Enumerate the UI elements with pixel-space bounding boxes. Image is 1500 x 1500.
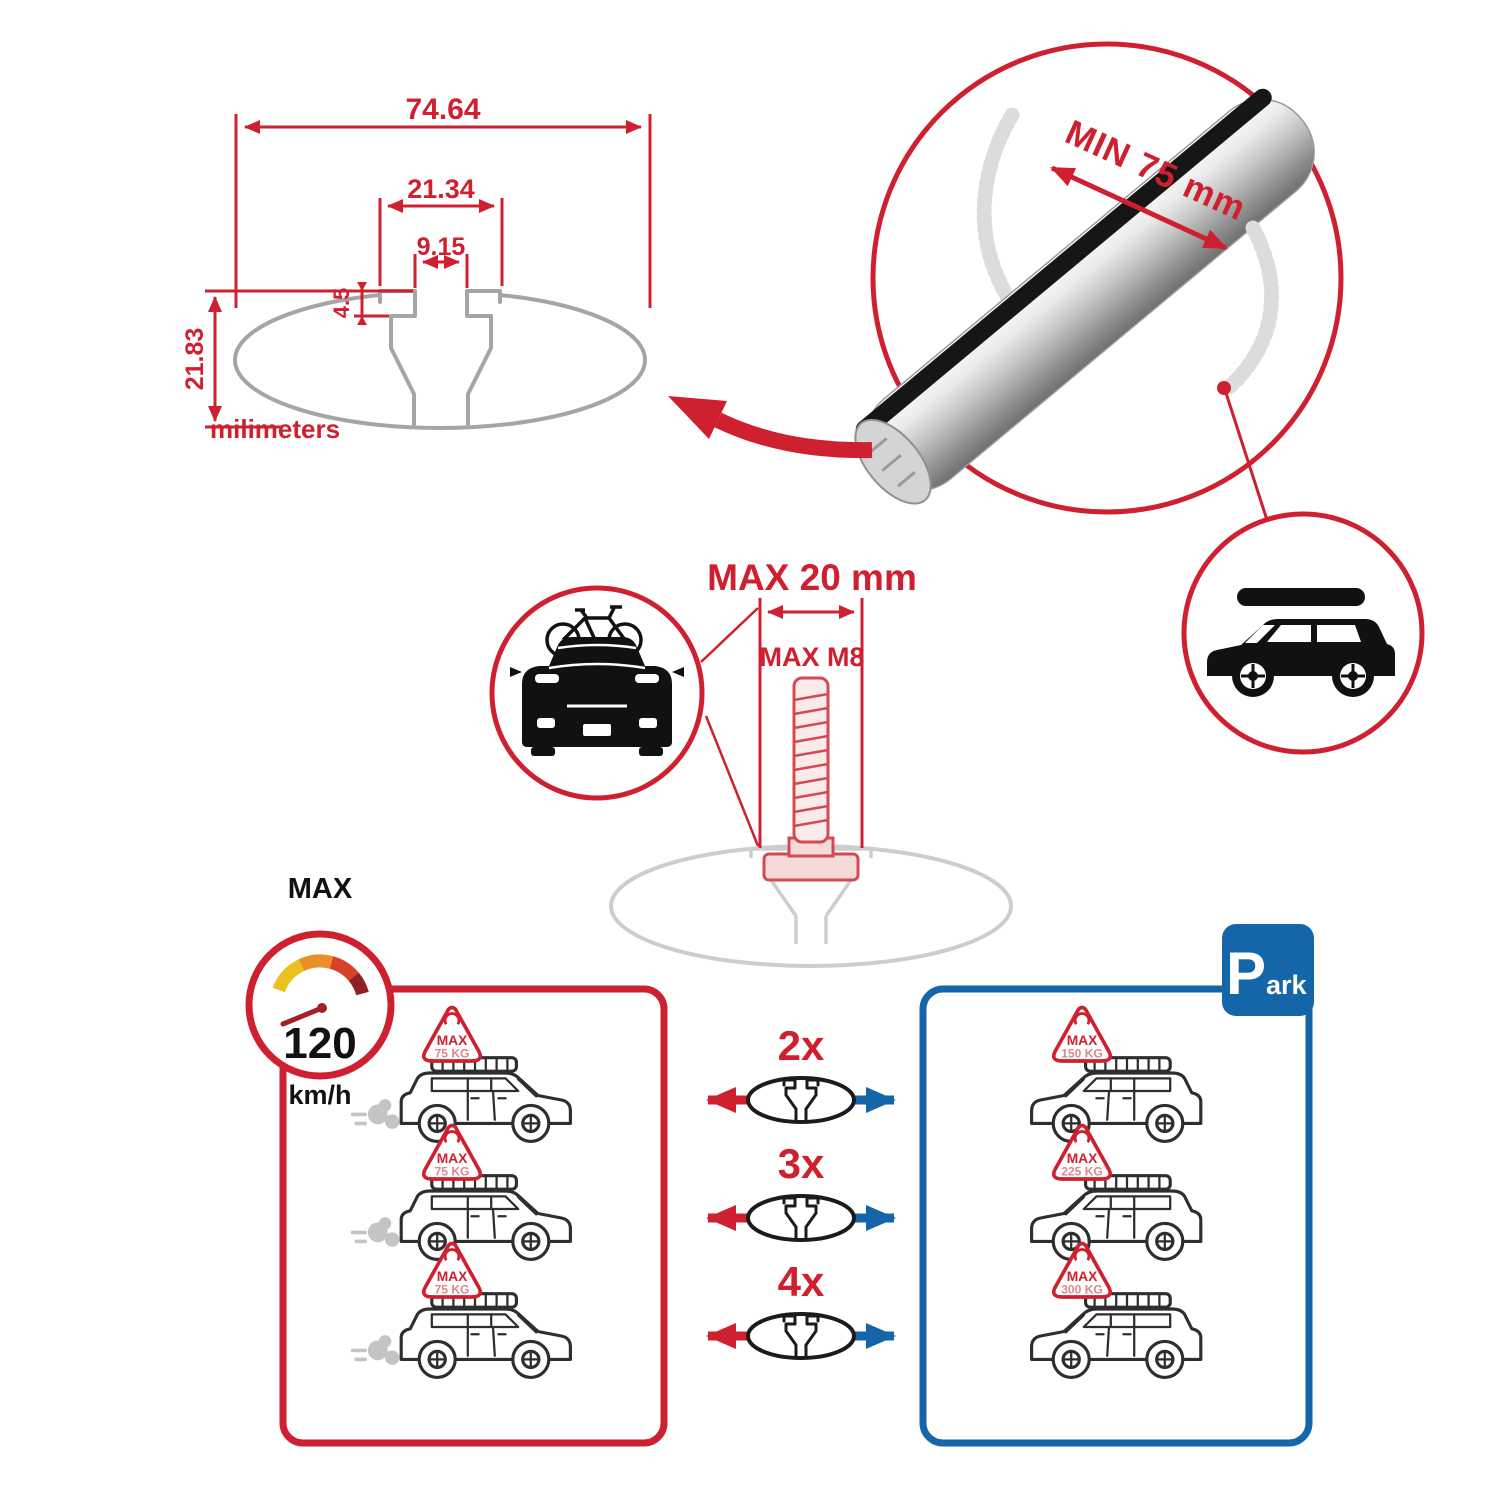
load-tag-weight: 75 KG [435,1165,470,1179]
bolt-dimension-diagram: MAX 20 mm MAX M8 [609,557,1013,968]
parking-sign-plate [1222,924,1314,1016]
multiplier-label: 2x [778,1022,825,1069]
dimension-units-label: milimeters [210,414,340,444]
dimension-label-slot-width: 9.15 [417,233,466,261]
gauge-arc [272,954,369,996]
circle-connector-line [1224,392,1269,521]
bolt-threads [793,692,829,828]
profile-dimension-drawing: 74.64 21.34 9.15 4.5 21.83 milimeters [181,93,652,444]
load-tag-max: MAX [1067,1269,1098,1284]
multiplier-row-2x: 2x [706,1022,896,1124]
bolt-max-width-label: MAX 20 mm [707,557,917,598]
dimension-label-lip-depth: 4.5 [329,288,354,319]
load-tag-parked-3: MAX 300 KG [1051,1241,1113,1299]
bike-car-circle [489,585,705,801]
dimension-label-total-height: 21.83 [181,328,209,391]
callout-dot [1217,381,1231,395]
bolt-max-thread-label: MAX M8 [759,642,864,672]
min-span-arrow [1050,165,1228,251]
car-front-body [522,637,672,747]
multiplier-label: 3x [778,1140,825,1187]
load-tag-max: MAX [1067,1151,1098,1166]
load-tag-weight: 225 KG [1061,1165,1103,1179]
bolt-extension-lines [758,598,864,848]
pointer-arrow [668,396,873,459]
load-tag-driving-3: MAX 75 KG [421,1241,483,1299]
load-tag-weight: 300 KG [1061,1283,1103,1297]
license-plate [583,724,611,736]
load-tag-driving-1: MAX 75 KG [421,1005,483,1063]
multiplier-label: 4x [778,1258,825,1305]
multiplier-row-4x: 4x [706,1258,896,1360]
crossbar-profile-icon [746,1076,856,1124]
multiplier-row-3x: 3x [706,1140,896,1242]
load-tag-max: MAX [437,1033,468,1048]
leader-lines [700,607,760,847]
car-front-with-bike [510,605,684,756]
crossbar-profile-icon [746,1312,856,1360]
mounting-strap-ghost-right [1218,220,1279,398]
parking-sign: P ark [1222,924,1314,1016]
roofbox-car-circle [1181,511,1425,755]
headlight-left [535,674,559,683]
speed-limit-gauge: MAX 120 km/h [245,873,395,1110]
dimension-label-total-width: 74.64 [405,93,480,126]
load-tag-max: MAX [1067,1033,1098,1048]
crossbar-profile-icon [746,1194,856,1242]
load-tag-parked-1: MAX 150 KG [1051,1005,1113,1063]
dimension-label-channel-width: 21.34 [407,174,475,204]
roof-box [1237,588,1365,606]
speed-limit-unit: km/h [288,1080,351,1110]
speed-limit-value: 120 [283,1019,356,1068]
parking-sign-initial: P [1226,940,1266,1007]
t-nut-plate [762,852,860,882]
load-tag-weight: 75 KG [435,1283,470,1297]
speed-limit-title: MAX [288,873,353,905]
load-tag-max: MAX [437,1269,468,1284]
load-tag-driving-2: MAX 75 KG [421,1123,483,1181]
gauge-needle [280,1005,325,1027]
threaded-bolt [792,676,830,844]
load-tag-parked-2: MAX 225 KG [1051,1123,1113,1181]
dimension-lines [205,114,652,429]
roofbox-suv-illustration [1207,588,1395,697]
crossbar-detail-circle: MIN 75 mm [854,41,1344,515]
load-tag-weight: 150 KG [1061,1047,1103,1061]
parking-sign-rest: ark [1266,970,1308,1000]
load-tag-weight: 75 KG [435,1047,470,1061]
load-tag-max: MAX [437,1151,468,1166]
headlight-right [635,674,659,683]
